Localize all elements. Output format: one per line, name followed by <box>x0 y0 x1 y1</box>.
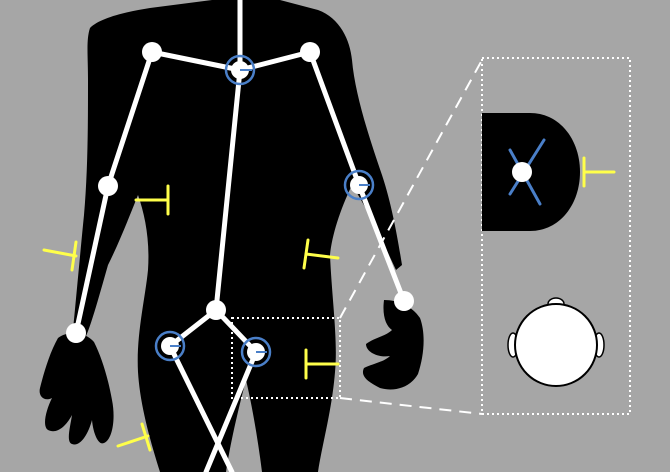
joint-right-shoulder <box>300 42 320 62</box>
magnified-joint <box>512 162 532 182</box>
joint-right-wrist <box>394 291 414 311</box>
head-circle <box>515 304 597 386</box>
joint-pelvis <box>206 300 226 320</box>
joint-left-wrist <box>66 323 86 343</box>
joint-left-elbow <box>98 176 118 196</box>
joint-left-shoulder <box>142 42 162 62</box>
zoom-callout-panel <box>482 58 630 414</box>
